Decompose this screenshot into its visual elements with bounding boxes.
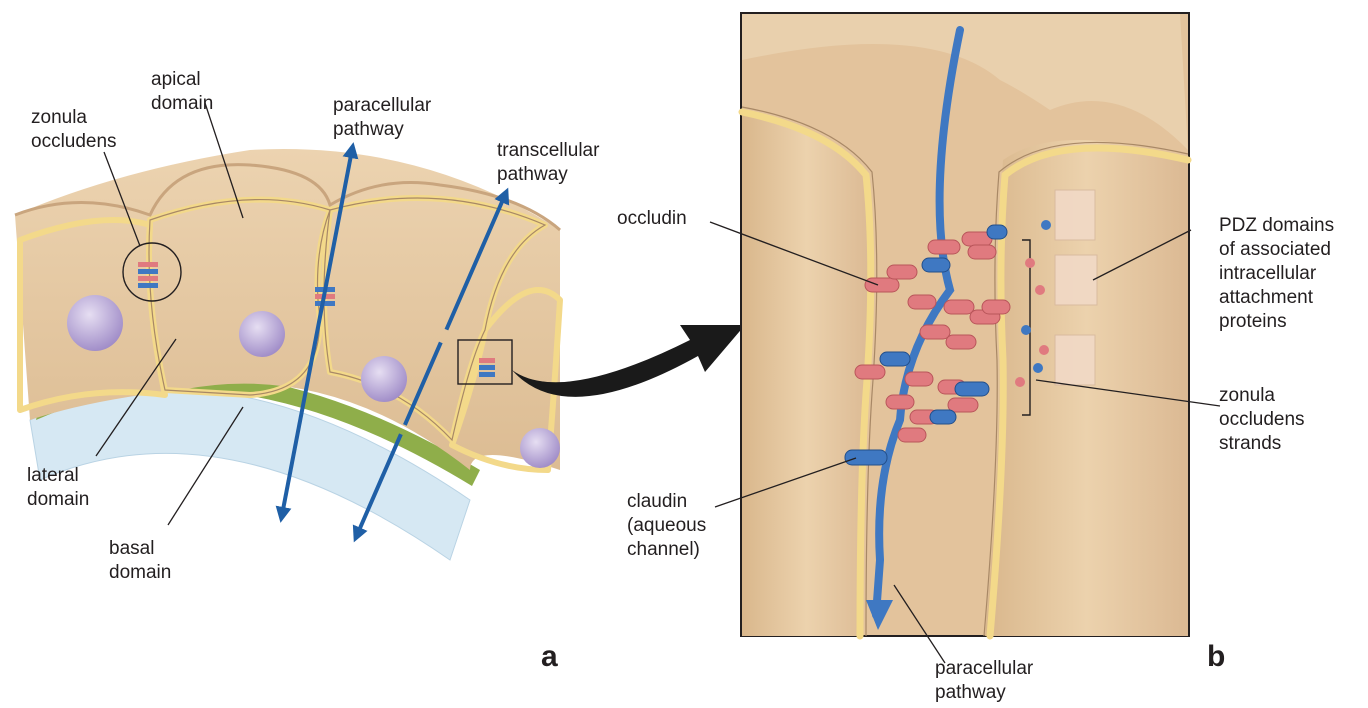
panel-b-illustration — [710, 13, 1220, 663]
label-basal-domain: basal domain — [109, 537, 171, 585]
label-pdz-domains: PDZ domains of associated intracellular … — [1219, 214, 1334, 334]
label-occludin: occludin — [617, 207, 687, 231]
label-zonula-occludens-strands: zonula occludens strands — [1219, 384, 1305, 456]
nucleus — [361, 356, 407, 402]
label-zonula-occludens: zonula occludens — [31, 106, 117, 154]
junction-marker — [479, 358, 495, 377]
nucleus — [520, 428, 560, 468]
label-paracellular-pathway-a: paracellular pathway — [333, 94, 431, 142]
nucleus — [239, 311, 285, 357]
pdz-domains — [1055, 190, 1097, 385]
panel-letter-b: b — [1207, 640, 1225, 674]
nucleus — [67, 295, 123, 351]
label-paracellular-pathway-b: paracellular pathway — [935, 657, 1033, 705]
label-claudin: claudin (aqueous channel) — [627, 490, 706, 562]
left-cell — [742, 110, 871, 636]
panel-letter-a: a — [541, 640, 558, 674]
label-transcellular-pathway: transcellular pathway — [497, 139, 599, 187]
label-apical-domain: apical domain — [151, 68, 213, 116]
label-lateral-domain: lateral domain — [27, 464, 89, 512]
